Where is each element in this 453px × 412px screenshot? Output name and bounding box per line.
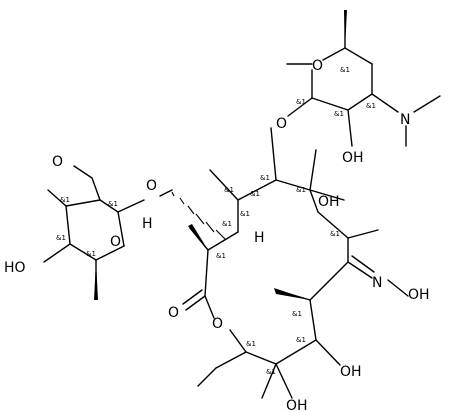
stereo-marker: &1 — [86, 250, 96, 258]
dimethylamino-nitrogen: N — [400, 112, 410, 128]
stereo-marker: &1 — [292, 310, 302, 318]
hash-bond — [171, 191, 227, 241]
anomeric-hydrogen: H — [142, 216, 153, 232]
hydrogen-c4: H — [254, 230, 265, 246]
macrolactone-ring — [182, 127, 409, 399]
wedge-bond — [188, 224, 208, 250]
stereo-marker: &1 — [296, 336, 306, 344]
atom-labels: O N O OH OH O O H O HO H N OH O O OH OH — [4, 58, 430, 412]
ring-oxygen-left: O — [110, 234, 121, 250]
methoxy-oxygen: O — [52, 154, 63, 170]
stereo-marker: &1 — [330, 230, 340, 238]
stereo-marker: &1 — [340, 66, 350, 74]
stereo-marker: &1 — [296, 186, 306, 194]
stereo-marker: &1 — [246, 340, 256, 348]
stereo-marker: &1 — [222, 220, 232, 228]
stereo-marker: &1 — [266, 368, 276, 376]
stereo-marker: &1 — [60, 196, 70, 204]
hydroxyl-left-sugar: HO — [4, 260, 26, 276]
glycosidic-oxygen-left: O — [146, 178, 157, 194]
stereo-marker: &1 — [240, 210, 250, 218]
hydroxyl-c11: OH — [340, 364, 362, 380]
wedge-bond — [344, 10, 347, 48]
stereo-marker: &1 — [250, 190, 260, 198]
left-sugar-ring — [43, 165, 173, 299]
hydroxyl-top-sugar: OH — [342, 150, 364, 166]
stereo-marker: &1 — [56, 234, 66, 242]
carbonyl-oxygen: O — [168, 305, 179, 321]
stereo-marker: &1 — [296, 98, 306, 106]
ring-oxygen-top: O — [312, 58, 323, 74]
stereo-marker: &1 — [260, 174, 270, 182]
wedge-bond — [274, 288, 310, 300]
lactone-oxygen: O — [212, 316, 223, 332]
stereo-bonds — [94, 10, 347, 300]
oxime-nitrogen: N — [372, 275, 382, 291]
stereo-markers: &1 &1 &1 &1 &1 &1 &1 &1 &1 &1 &1 &1 &1 &… — [56, 66, 376, 376]
stereo-marker: &1 — [334, 110, 344, 118]
stereo-marker: &1 — [216, 252, 226, 260]
wedge-bond — [94, 260, 98, 300]
glycosidic-oxygen-top: O — [276, 116, 287, 132]
hydroxyl-c12: OH — [286, 398, 308, 412]
hydroxyl-c6: OH — [318, 194, 340, 210]
oxime-hydroxyl: OH — [408, 287, 430, 303]
top-sugar-ring — [286, 11, 441, 147]
wedge-bond — [208, 168, 238, 200]
stereo-marker: &1 — [366, 102, 376, 110]
stereo-marker: &1 — [224, 186, 234, 194]
stereo-marker: &1 — [108, 200, 118, 208]
